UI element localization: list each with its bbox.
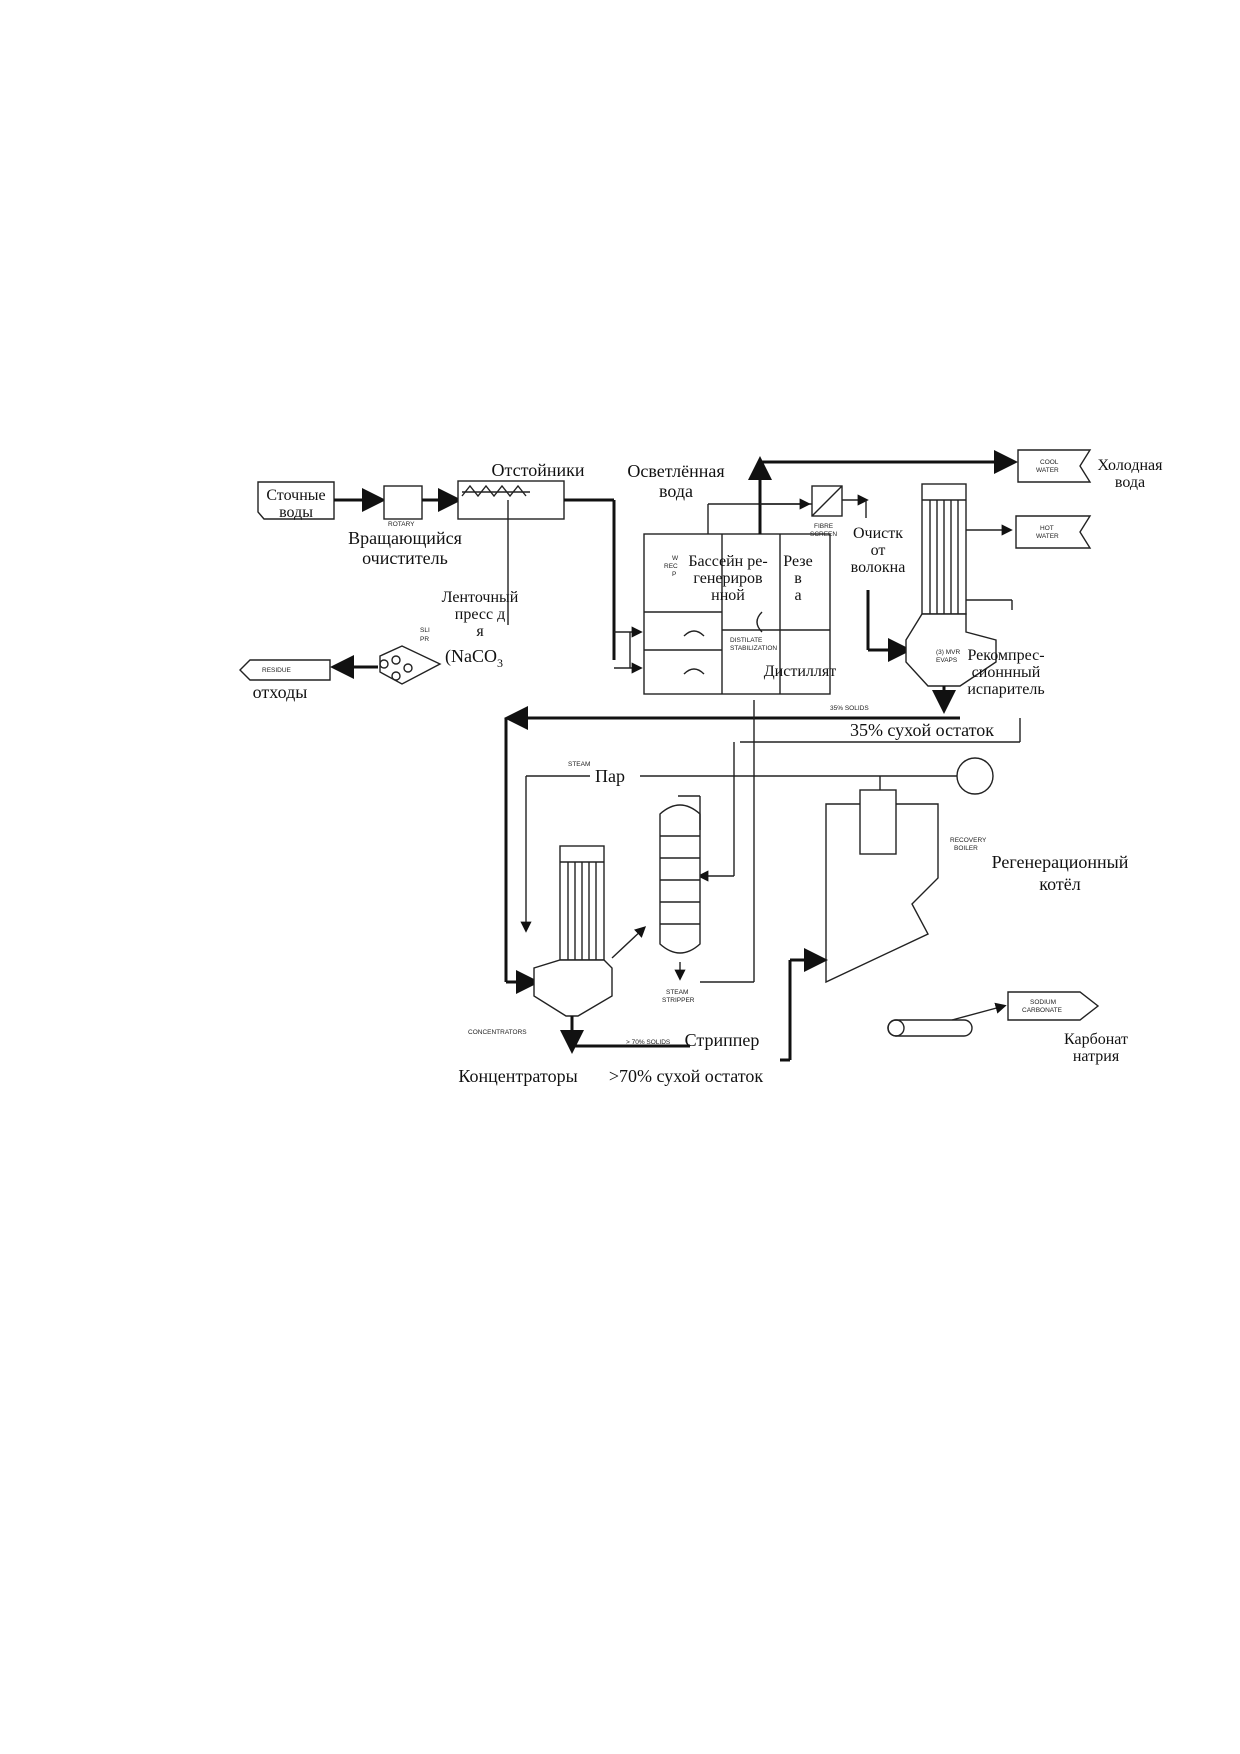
label-solids-35-en: 35% SOLIDS: [830, 705, 869, 712]
label-reserve-2: в: [794, 570, 802, 587]
label-sodium-carbonate-en-2: CARBONATE: [1022, 1007, 1063, 1014]
label-belt-press-3: я: [476, 623, 484, 640]
flow-line: [951, 1002, 1007, 1021]
label-recovery-boiler-en-1: RECOVERY: [950, 837, 987, 844]
label-waste-water-1: Сточные: [266, 487, 325, 504]
label-solids-35: 35% сухой остаток: [850, 720, 994, 740]
label-water-rec-en-2: REC: [664, 563, 678, 570]
label-regen-pool-2: генериров: [693, 570, 763, 587]
label-distilate-en-1: DISTILATE: [730, 637, 763, 644]
mvr-evaporator: (3) MVR EVAPS: [905, 483, 997, 687]
label-distilate-en-2: STABILIZATION: [730, 645, 777, 652]
label-reserve-3: а: [794, 587, 801, 604]
label-cool-water-en-1: COOL: [1040, 459, 1059, 466]
label-waste: отходы: [253, 682, 308, 702]
label-cool-water-en-2: WATER: [1036, 467, 1059, 474]
sodium-carbonate-outlet: SODIUM CARBONATE Карбонат натрия: [1007, 991, 1128, 1065]
flow-line: [611, 926, 647, 959]
label-waste-water-2: воды: [279, 504, 313, 521]
label-steam-stripper-en-2: STRIPPER: [662, 997, 695, 1004]
label-sodium-carbonate-1: Карбонат: [1064, 1031, 1128, 1048]
label-hot-water-en-1: HOT: [1040, 525, 1054, 532]
label-sodium-carbonate-2: натрия: [1073, 1048, 1120, 1065]
label-clarified-water-2: вода: [659, 481, 693, 501]
label-solids-70-en: > 70% SOLIDS: [626, 1039, 671, 1046]
label-recovery-boiler-en-2: BOILER: [954, 845, 978, 852]
label-fibre-clean-3: волокна: [851, 559, 906, 576]
label-concentrators-en: CONCENTRATORS: [468, 1029, 527, 1036]
label-rotary-en: ROTARY: [388, 521, 415, 528]
label-rotating-cleaner-1: Вращающийся: [348, 528, 462, 548]
label-water-rec-en-1: W: [672, 555, 679, 562]
hot-water-outlet: HOT WATER: [1015, 515, 1092, 549]
residue-outlet: RESIDUE отходы: [239, 659, 331, 702]
label-rotating-cleaner-2: очиститель: [362, 548, 448, 568]
label-recovery-boiler-2: котёл: [1039, 874, 1080, 894]
label-solids-70: >70% сухой остаток: [609, 1066, 764, 1086]
label-fibre-screen-en-1: FIBRE: [814, 523, 834, 530]
label-cold-water-1: Холодная: [1097, 457, 1163, 474]
label-clarified-water-1: Осветлённая: [627, 461, 724, 481]
waste-water-inlet: Сточные воды: [257, 481, 335, 521]
label-steam-stripper-en-1: STEAM: [666, 989, 688, 996]
label-regen-pool-3: нной: [711, 587, 745, 604]
label-concentrators: Концентраторы: [458, 1066, 577, 1086]
label-reserve-1: Резе: [783, 553, 812, 570]
fibre-screen: FIBRE SCREEN Очистк от волокна: [810, 485, 906, 576]
conveyor: [887, 1019, 973, 1037]
label-recovery-boiler-1: Регенерационный: [992, 852, 1129, 872]
label-slurry-press-en-1: SLI: [420, 627, 430, 634]
label-mvr-evaps-en-1: (3) MVR: [936, 649, 961, 656]
steam-drum: [956, 757, 994, 795]
label-cold-water-2: вода: [1115, 474, 1145, 491]
label-regen-pool-1: Бассейн ре-: [688, 553, 767, 570]
label-mvr-evaps-en-2: EVAPS: [936, 657, 958, 664]
concentrator: CONCENTRATORS Концентраторы: [458, 845, 613, 1086]
label-stripper: Стриппер: [685, 1030, 760, 1050]
label-fibre-screen-en-2: SCREEN: [810, 531, 837, 538]
label-distillate: Дистиллят: [764, 663, 836, 680]
label-residue-en: RESIDUE: [262, 667, 292, 674]
label-belt-press-2: пресс д: [455, 606, 505, 623]
label-hot-water-en-2: WATER: [1036, 533, 1059, 540]
label-steam: Пар: [595, 766, 625, 786]
label-steam-en: STEAM: [568, 761, 590, 768]
label-naco3: (NaCO3: [445, 646, 503, 670]
label-slurry-press-en-2: PR: [420, 636, 429, 643]
cool-water-outlet: COOL WATER Холодная вода: [1017, 449, 1163, 491]
steam-stripper: STEAM STRIPPER Стриппер: [659, 804, 760, 1050]
label-water-rec-en-3: P: [672, 571, 676, 578]
label-recompression-evap-1: Рекомпрес-: [967, 647, 1044, 664]
label-recompression-evap-3: испаритель: [967, 681, 1044, 698]
settlers-unit: Отстойники: [457, 460, 585, 520]
water-recovery-block: W REC P Бассейн ре- генериров нной Резе …: [643, 533, 836, 695]
label-fibre-clean-2: от: [871, 542, 886, 559]
slurry-press: SLI PR: [379, 627, 442, 685]
label-sodium-carbonate-en-1: SODIUM: [1030, 999, 1056, 1006]
label-settlers: Отстойники: [492, 460, 585, 480]
recovery-boiler: RECOVERY BOILER Регенерационный котёл: [825, 789, 1129, 984]
rotary-cleaner-box: [383, 485, 423, 520]
label-recompression-evap-2: сионнный: [972, 664, 1041, 681]
label-belt-press-1: Ленточный: [442, 589, 519, 606]
label-fibre-clean-1: Очистк: [853, 525, 903, 542]
